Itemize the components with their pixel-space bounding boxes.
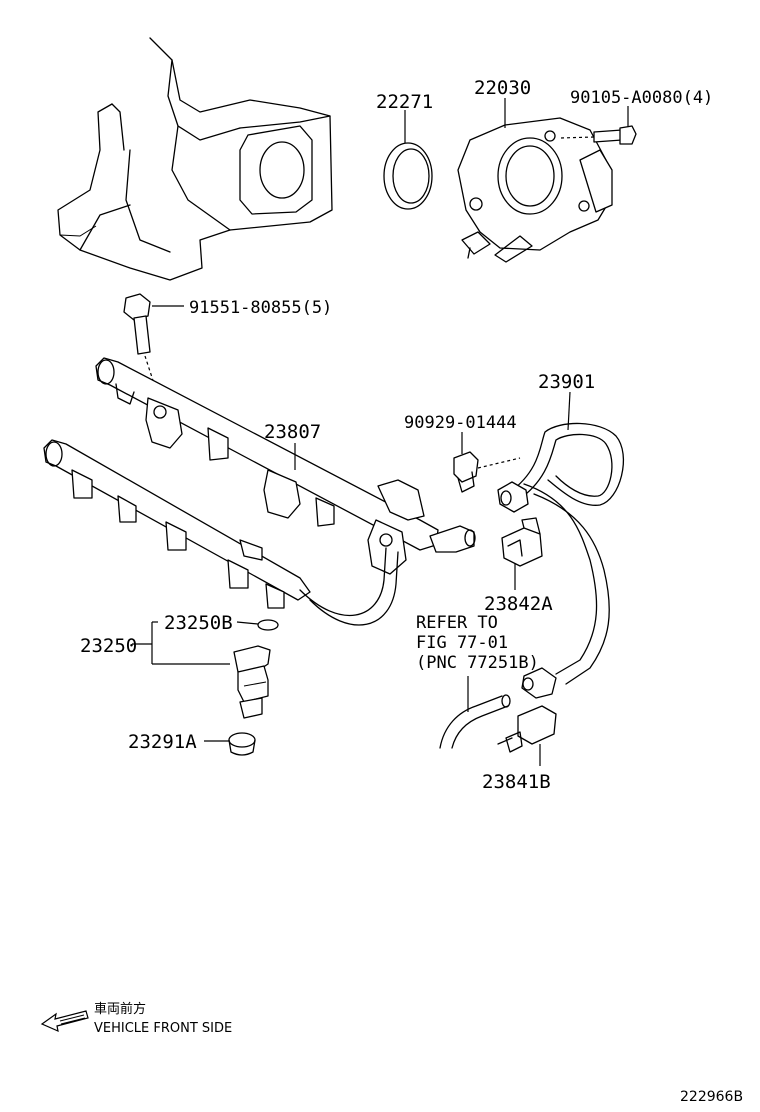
- referenced-hose: [439, 676, 511, 749]
- label-23901: 23901: [538, 371, 595, 393]
- fuel-hose-23901: [497, 391, 625, 699]
- front-side-en: VEHICLE FRONT SIDE: [94, 1021, 232, 1036]
- figure-code: 222966B: [680, 1089, 743, 1105]
- label-23250: 23250: [80, 635, 137, 657]
- bolt-91551: [123, 293, 184, 403]
- label-22030: 22030: [474, 77, 531, 99]
- gasket-22271: [383, 110, 433, 210]
- label-23291a: 23291A: [128, 731, 197, 753]
- connector-23841b: [497, 705, 557, 766]
- refer-line-2: FIG 77-01: [416, 633, 508, 653]
- vehicle-front-indicator: 車両前方 VEHICLE FRONT SIDE: [40, 1001, 232, 1036]
- label-23807: 23807: [264, 421, 321, 443]
- left-arrow-icon: [40, 1010, 89, 1033]
- label-23250b: 23250B: [164, 612, 233, 634]
- label-22271: 22271: [376, 91, 433, 113]
- throttle-body-22030: [457, 98, 613, 263]
- fuel-delivery-pipe-23807: [95, 357, 476, 575]
- connector-23842a: [501, 517, 543, 590]
- label-90929: 90929-01444: [404, 413, 517, 433]
- clamp-90929: [453, 432, 521, 493]
- bolt-90105: [559, 106, 637, 145]
- refer-line-3: (PNC 77251B): [416, 653, 539, 673]
- label-23841b: 23841B: [482, 771, 551, 793]
- intake-manifold: [57, 37, 333, 281]
- injector-assembly-23250: [132, 619, 279, 756]
- refer-line-1: REFER TO: [416, 613, 498, 633]
- fuel-delivery-pipe-lower: [43, 439, 399, 626]
- label-23842a: 23842A: [484, 593, 553, 615]
- refer-note: REFER TO FIG 77-01 (PNC 77251B): [416, 613, 539, 673]
- label-91551: 91551-80855(5): [189, 298, 332, 318]
- front-side-jp: 車両前方: [94, 1001, 146, 1017]
- label-90105: 90105-A0080(4): [570, 88, 713, 108]
